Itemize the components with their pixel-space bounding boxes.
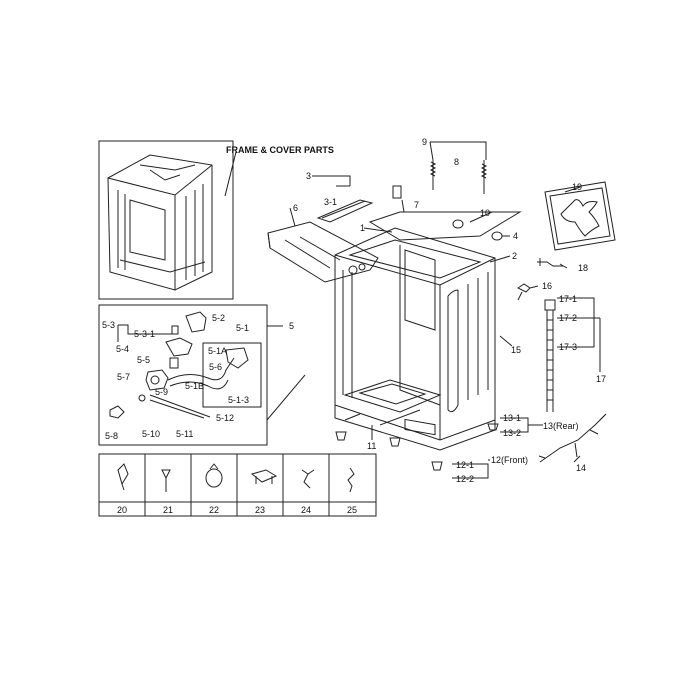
label-13-1: 13-1 xyxy=(503,413,522,423)
part-icon-22 xyxy=(205,463,223,488)
frame-inset-cabinet xyxy=(107,154,213,291)
harness xyxy=(538,413,607,463)
cell-24: 24 xyxy=(300,505,311,515)
label-6: 6 xyxy=(293,203,299,213)
part-icon-25 xyxy=(347,467,355,493)
main-cabinet xyxy=(334,227,496,451)
label-13-rear: 13(Rear) xyxy=(543,421,579,431)
part-icon-23 xyxy=(250,469,278,484)
label-17-1: 17-1 xyxy=(559,294,578,304)
cell-22: 22 xyxy=(208,505,219,515)
cell-21: 21 xyxy=(162,505,173,515)
cell-20: 20 xyxy=(116,505,127,515)
label-18: 18 xyxy=(578,263,589,273)
label-5-11: 5-11 xyxy=(176,429,194,439)
part-icon-24 xyxy=(301,469,315,489)
label-5-1: 5-1 xyxy=(236,323,250,333)
part-16 xyxy=(517,283,531,301)
label-17: 17 xyxy=(596,374,607,384)
sub-assembly-box xyxy=(98,304,268,446)
label-5-7: 5-7 xyxy=(117,372,131,382)
frame-cover-title: FRAME & COVER PARTS xyxy=(226,145,334,155)
front-foot-left xyxy=(335,431,347,441)
label-15: 15 xyxy=(511,345,522,355)
label-5-9: 5-9 xyxy=(155,387,169,397)
label-5-1a: 5-1A xyxy=(208,346,228,356)
top-cover xyxy=(368,211,522,241)
label-11: 11 xyxy=(367,441,377,451)
label-17-3: 17-3 xyxy=(559,342,578,352)
label-17-2: 17-2 xyxy=(559,313,578,323)
label-16: 16 xyxy=(542,281,553,291)
front-foot-right xyxy=(389,437,401,447)
label-5-3-1: 5-3-1 xyxy=(134,329,156,339)
sub-assembly-inner-box xyxy=(202,342,262,408)
label-1: 1 xyxy=(360,223,366,233)
label-5: 5 xyxy=(289,321,295,331)
part-10 xyxy=(452,219,464,229)
rear-foot xyxy=(487,423,499,431)
control-panel xyxy=(267,221,379,283)
label-5-10: 5-10 xyxy=(142,429,161,439)
label-8: 8 xyxy=(454,157,460,167)
label-5-2: 5-2 xyxy=(212,313,226,323)
top-bracket xyxy=(316,199,374,223)
label-5-1b: 5-1B xyxy=(185,381,205,391)
part-icon-20 xyxy=(117,463,129,491)
sub-parts xyxy=(109,311,249,419)
label-5-1-3: 5-1-3 xyxy=(228,395,250,405)
part-4 xyxy=(491,231,503,241)
label-12-2: 12-2 xyxy=(456,474,475,484)
label-4: 4 xyxy=(513,231,519,241)
hose xyxy=(544,299,556,412)
label-5-8: 5-8 xyxy=(105,431,119,441)
label-5-4: 5-4 xyxy=(116,344,130,354)
label-19: 19 xyxy=(572,182,583,192)
springs xyxy=(429,160,488,194)
label-5-12: 5-12 xyxy=(216,413,235,423)
label-7: 7 xyxy=(414,200,420,210)
cell-25: 25 xyxy=(346,505,357,515)
label-3-1: 3-1 xyxy=(324,197,338,207)
part-7 xyxy=(392,185,402,199)
label-5-3: 5-3 xyxy=(102,320,116,330)
label-13-2: 13-2 xyxy=(503,428,522,438)
label-10: 10 xyxy=(480,208,491,218)
label-12-front: 12(Front) xyxy=(491,455,529,465)
label-12-1: 12-1 xyxy=(456,460,475,470)
label-5-6: 5-6 xyxy=(209,362,223,372)
frame-inset-box xyxy=(98,140,234,300)
label-5-5: 5-5 xyxy=(137,355,151,365)
lid xyxy=(544,181,616,251)
label-2: 2 xyxy=(512,251,518,261)
cell-23: 23 xyxy=(254,505,265,515)
label-9: 9 xyxy=(422,137,428,147)
label-3: 3 xyxy=(306,171,312,181)
front-foot-lower xyxy=(431,461,443,471)
label-14: 14 xyxy=(576,463,587,473)
part-icon-21 xyxy=(161,469,171,492)
part-18 xyxy=(537,258,563,267)
